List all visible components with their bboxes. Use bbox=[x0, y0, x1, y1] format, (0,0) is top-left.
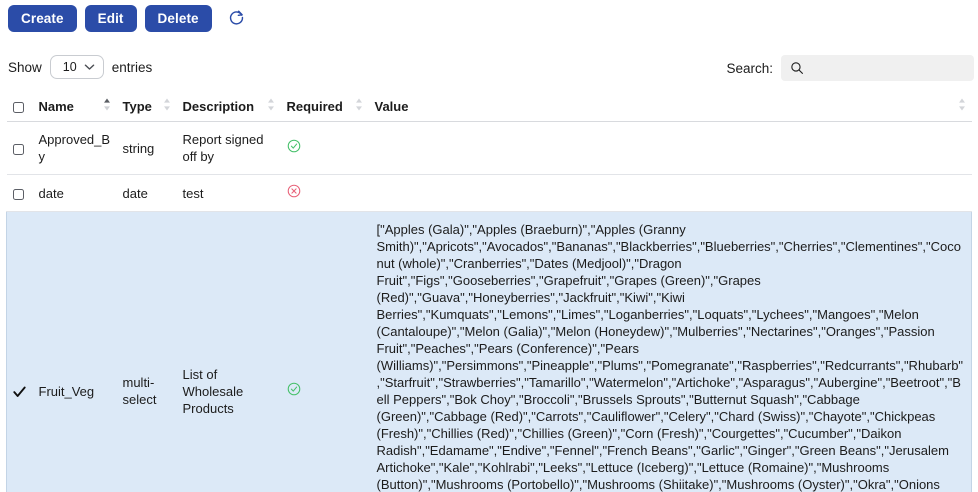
refresh-icon bbox=[228, 9, 245, 29]
create-button[interactable]: Create bbox=[8, 5, 77, 32]
cell-description: List of Wholesale Products bbox=[176, 211, 281, 492]
cell-name: date bbox=[32, 174, 117, 212]
table-header-row: Name Type bbox=[6, 94, 972, 122]
search-icon bbox=[790, 61, 804, 75]
x-circle-icon bbox=[287, 184, 301, 201]
column-header-value[interactable]: Value bbox=[368, 94, 972, 122]
column-header-select[interactable] bbox=[6, 94, 33, 122]
sort-arrows-icon bbox=[163, 98, 171, 114]
delete-button[interactable]: Delete bbox=[144, 5, 212, 32]
sort-arrows-icon bbox=[103, 98, 111, 114]
cell-type: date bbox=[116, 174, 177, 212]
cell-value: ["Apples (Gala)","Apples (Braeburn)","Ap… bbox=[368, 211, 972, 492]
column-header-type-label: Type bbox=[122, 98, 152, 114]
search-box[interactable] bbox=[781, 55, 974, 81]
column-header-type[interactable]: Type bbox=[116, 94, 177, 122]
entries-label: entries bbox=[111, 59, 153, 75]
cell-description: Report signed off by bbox=[176, 121, 281, 175]
table-row[interactable]: date date test bbox=[6, 174, 972, 212]
column-header-description[interactable]: Description bbox=[176, 94, 281, 122]
column-header-name-label: Name bbox=[38, 98, 74, 114]
cell-description: test bbox=[176, 174, 281, 212]
edit-button[interactable]: Edit bbox=[84, 5, 137, 32]
column-header-value-label: Value bbox=[374, 98, 409, 114]
cell-name: Fruit_Veg bbox=[32, 211, 117, 492]
column-header-required-label: Required bbox=[286, 98, 343, 114]
cell-name: Approved_By bbox=[32, 121, 117, 175]
table-body: Approved_By string Report signed off by bbox=[6, 121, 972, 492]
data-table-container: Name Type bbox=[6, 94, 972, 492]
cell-required bbox=[280, 174, 369, 212]
search-input[interactable] bbox=[781, 55, 974, 81]
sort-arrows-icon bbox=[958, 98, 966, 114]
select-all-checkbox[interactable] bbox=[12, 101, 24, 113]
cell-required bbox=[280, 121, 369, 175]
row-select-cell[interactable] bbox=[6, 174, 33, 212]
cell-value bbox=[368, 174, 972, 212]
check-circle-icon bbox=[287, 139, 301, 156]
refresh-button[interactable] bbox=[220, 9, 245, 29]
page-length-select[interactable]: 10 bbox=[49, 55, 104, 79]
table-row[interactable]: Fruit_Veg multi-select List of Wholesale… bbox=[6, 211, 972, 492]
data-table: Name Type bbox=[6, 94, 972, 492]
row-checkbox[interactable] bbox=[12, 143, 24, 155]
row-select-cell[interactable] bbox=[6, 121, 33, 175]
sort-arrows-icon bbox=[267, 98, 275, 114]
action-toolbar: Create Edit Delete bbox=[8, 5, 245, 32]
column-header-description-label: Description bbox=[182, 98, 255, 114]
cell-required bbox=[280, 211, 369, 492]
search-control: Search: bbox=[726, 55, 974, 81]
row-select-cell[interactable] bbox=[6, 211, 33, 492]
column-header-name[interactable]: Name bbox=[32, 94, 117, 122]
row-checkbox[interactable] bbox=[12, 188, 24, 200]
row-checkbox-checked[interactable] bbox=[13, 386, 26, 399]
table-head: Name Type bbox=[6, 94, 972, 122]
show-label: Show bbox=[8, 59, 42, 75]
column-header-required[interactable]: Required bbox=[280, 94, 369, 122]
cell-type: string bbox=[116, 121, 177, 175]
cell-type: multi-select bbox=[116, 211, 177, 492]
page-length-control: Show 10 entries bbox=[8, 55, 152, 79]
cell-value bbox=[368, 121, 972, 175]
sort-arrows-icon bbox=[355, 98, 363, 114]
search-label: Search: bbox=[726, 60, 773, 76]
table-row[interactable]: Approved_By string Report signed off by bbox=[6, 121, 972, 175]
check-circle-icon bbox=[287, 382, 301, 399]
